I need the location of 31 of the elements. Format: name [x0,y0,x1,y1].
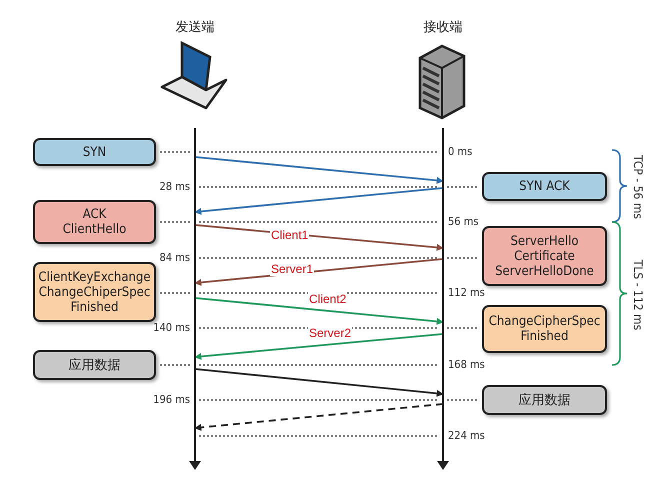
time-label: 140 ms [153,321,190,334]
message-box: 应用数据 [482,385,607,415]
message-box: ChangeCipherSpec Finished [482,305,607,353]
participant-label: 发送端 [176,19,214,36]
message-box: ACK ClientHello [33,200,156,244]
time-label: 112 ms [448,286,485,299]
participant-label: 接收端 [424,19,462,36]
message-arrow [194,187,444,215]
time-label: 28 ms [159,180,190,193]
time-label: 168 ms [448,358,485,371]
message-arrow [194,403,444,431]
message-box: SYN [33,138,156,166]
phase-label: TCP - 56 ms [631,155,645,219]
edge-label: Client2 [308,292,348,306]
message-box: ClientKeyExchange ChangeChiperSpec Finished [33,262,156,322]
edge-label: Server1 [270,262,314,276]
message-arrow [194,368,444,397]
edge-label: Client1 [270,228,310,242]
time-label: 56 ms [448,215,479,228]
edge-label: Server2 [308,326,352,340]
message-box: ServerHello Certificate ServerHelloDone [482,226,607,286]
message-arrow [194,156,444,184]
message-box: SYN ACK [482,172,607,201]
phase-label: TLS - 112 ms [631,259,645,330]
time-label: 0 ms [448,145,472,158]
message-arrow [194,297,444,325]
time-label: 196 ms [153,393,190,406]
message-arrow [194,333,444,360]
time-label: 84 ms [159,251,190,264]
message-box: 应用数据 [33,350,156,380]
time-label: 224 ms [448,429,485,442]
